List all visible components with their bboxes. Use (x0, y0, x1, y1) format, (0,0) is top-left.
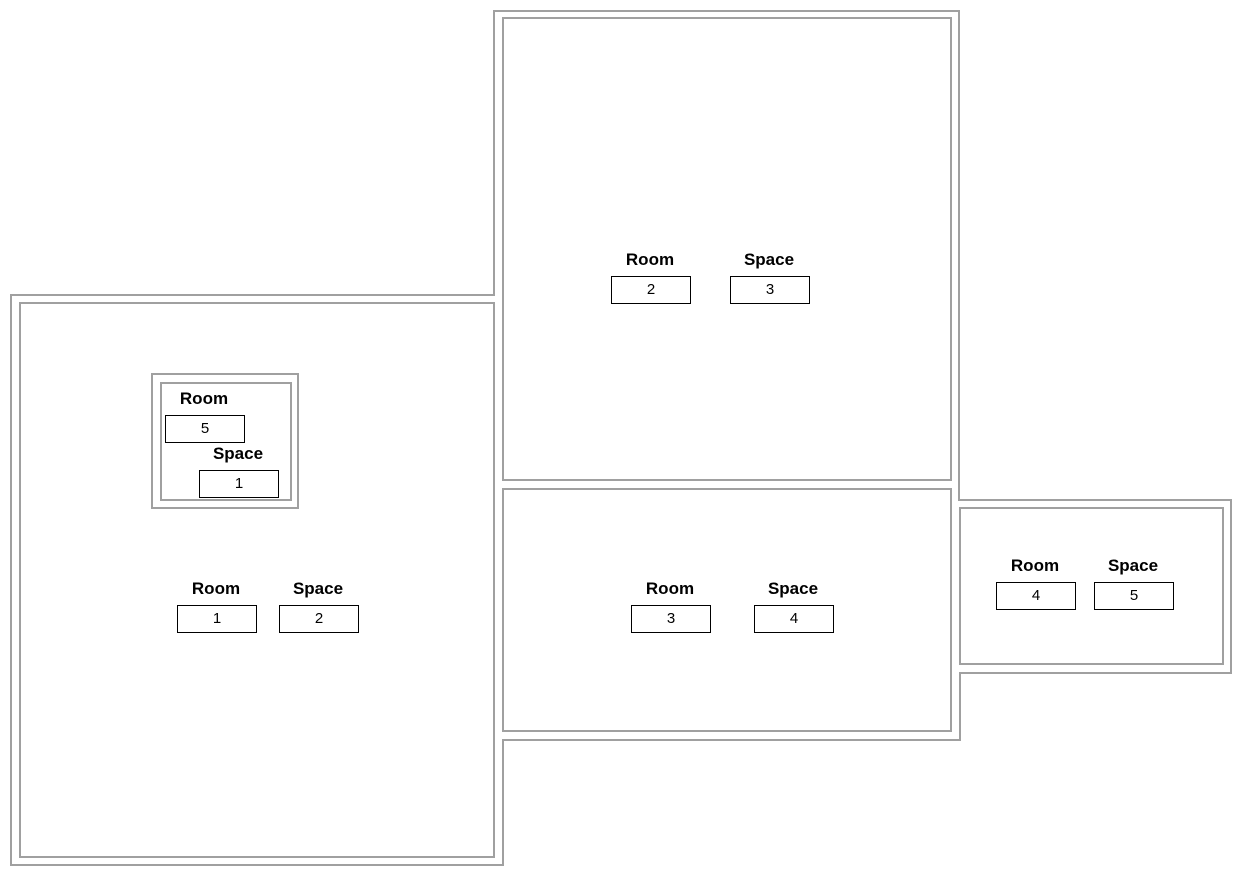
tag-number: 4 (790, 610, 798, 627)
tag-room-4: Room 4 (996, 556, 1076, 610)
exterior-wall-outer (10, 10, 1232, 866)
tag-number: 2 (647, 281, 655, 298)
tag-number-box (1094, 582, 1174, 610)
tag-number: 3 (667, 610, 675, 627)
tag-title: Space (744, 250, 794, 269)
tag-number: 1 (213, 610, 221, 627)
tag-number-box (730, 276, 810, 304)
tag-layer: Room1Space2Room2Space3Room3Space4Room4Sp… (165, 250, 1174, 633)
room-4-wall (959, 507, 1224, 665)
room-1-wall (19, 302, 495, 858)
tag-number-box (279, 605, 359, 633)
room-5-wall-inner (160, 382, 292, 501)
tag-title: Room (180, 389, 228, 408)
tag-number: 2 (315, 610, 323, 627)
tag-number: 4 (1032, 587, 1040, 604)
room-2-wall (502, 17, 952, 481)
tag-number-box (177, 605, 257, 633)
tag-space-4: Space 4 (754, 579, 834, 633)
tag-space-2: Space 2 (279, 579, 359, 633)
tag-number: 1 (235, 475, 243, 492)
tag-space-1: Space 1 (199, 444, 279, 498)
tag-title: Room (1011, 556, 1059, 575)
tag-title: Room (192, 579, 240, 598)
tag-title: Space (293, 579, 343, 598)
tag-number-box (996, 582, 1076, 610)
tag-number-box (631, 605, 711, 633)
tag-number: 5 (1130, 587, 1138, 604)
tag-room-1: Room 1 (177, 579, 257, 633)
tag-number-box (611, 276, 691, 304)
tag-title: Space (213, 444, 263, 463)
tag-number: 5 (201, 420, 209, 437)
tag-room-2: Room 2 (611, 250, 691, 304)
tag-room-5: Room 5 (165, 389, 245, 443)
tag-title: Space (1108, 556, 1158, 575)
room-3-wall (502, 488, 952, 732)
tag-title: Space (768, 579, 818, 598)
tag-number: 3 (766, 281, 774, 298)
tag-number-box (165, 415, 245, 443)
tag-title: Room (626, 250, 674, 269)
tag-number-box (754, 605, 834, 633)
tag-title: Room (646, 579, 694, 598)
tag-space-5: Space 5 (1094, 556, 1174, 610)
tag-number-box (199, 470, 279, 498)
room-5-wall-outer (151, 373, 299, 509)
tag-room-3: Room 3 (631, 579, 711, 633)
tag-space-3: Space 3 (730, 250, 810, 304)
